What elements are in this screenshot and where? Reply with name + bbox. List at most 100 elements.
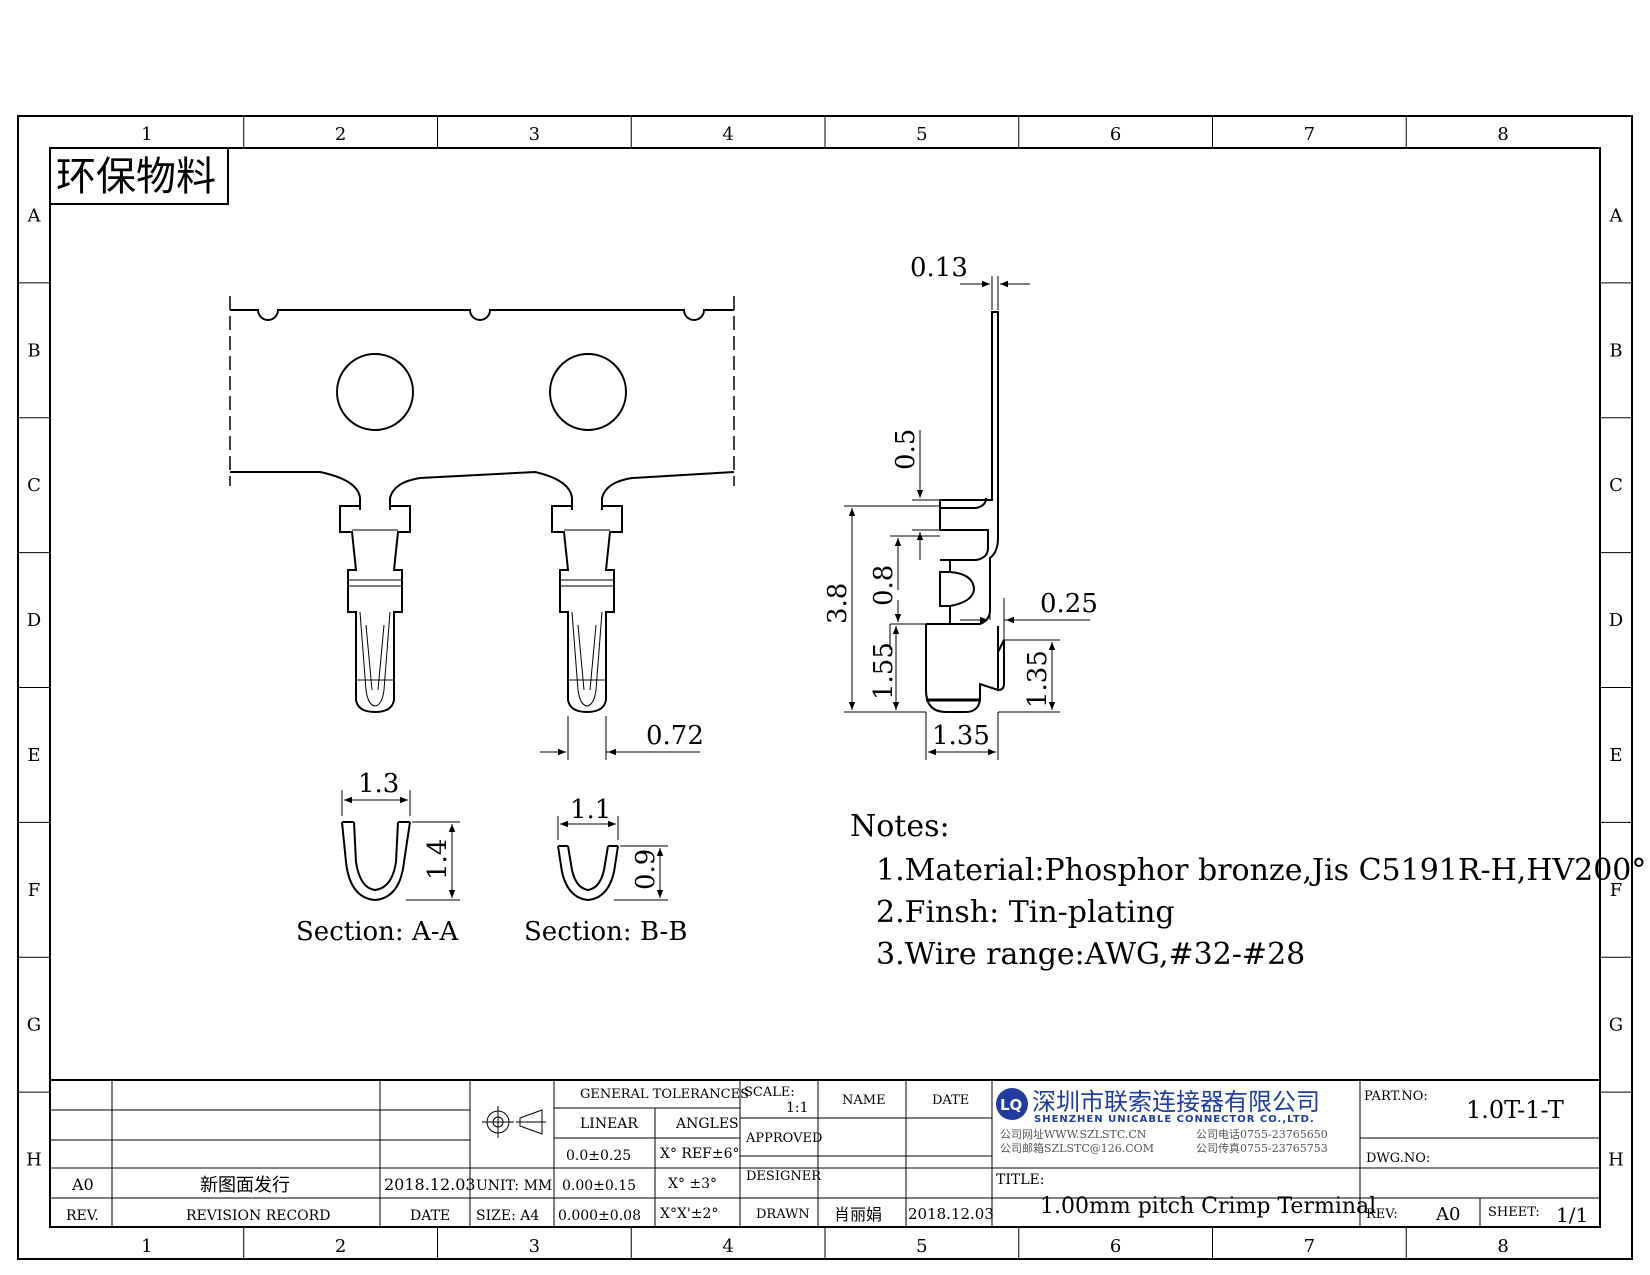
- dim-right-height: 1.35: [1023, 650, 1053, 708]
- company-name-cn: 深圳市联索连接器有限公司: [1032, 1088, 1320, 1116]
- section-b-label: Section: B-B: [524, 917, 687, 947]
- name-column-label: NAME: [842, 1093, 886, 1108]
- section-a-view: 1.3 1.4 Section: A-A: [296, 769, 460, 947]
- title-label: TITLE:: [996, 1172, 1044, 1188]
- designer-label: DESIGNER: [746, 1169, 822, 1184]
- eco-label: 环保物料: [56, 154, 216, 200]
- unit-label: UNIT: MM: [476, 1178, 552, 1194]
- zone-row-label: F: [28, 880, 41, 901]
- projection-symbol-icon: [482, 1106, 546, 1138]
- dim-thickness: 0.13: [910, 253, 968, 283]
- drawn-label: DRAWN: [756, 1207, 810, 1222]
- zone-column-label: 7: [1304, 124, 1315, 145]
- zone-column-label: 6: [1110, 1236, 1121, 1257]
- note-item: 2.Finsh: Tin-plating: [876, 895, 1175, 930]
- rev-label: REV:: [1366, 1207, 1398, 1222]
- eco-label-box: 环保物料: [49, 147, 229, 205]
- tolerance-linear: 0.0±0.25: [566, 1148, 631, 1164]
- zone-column-label: 5: [916, 124, 927, 145]
- tolerances-angles-label: ANGLES: [675, 1116, 739, 1132]
- zone-row-label: C: [27, 475, 41, 496]
- zone-row-label: A: [1609, 205, 1624, 226]
- dim-upper-gap: 0.5: [891, 429, 921, 470]
- dim-section-a-width: 1.3: [358, 769, 399, 799]
- drawn-name: 肖丽娟: [834, 1205, 882, 1224]
- revision-record-label: REVISION RECORD: [186, 1208, 330, 1224]
- dim-section-a-height: 1.4: [423, 839, 453, 880]
- zone-row-label: F: [1610, 880, 1623, 901]
- zone-column-label: 3: [529, 1236, 540, 1257]
- note-item: 3.Wire range:AWG,#32-#28: [876, 937, 1305, 972]
- sheet-label: SHEET:: [1488, 1205, 1540, 1220]
- tolerance-linear: 0.00±0.15: [562, 1178, 636, 1194]
- zone-column-label: 7: [1304, 1236, 1315, 1257]
- zone-row-label: G: [1609, 1015, 1623, 1036]
- notes: Notes: 1.Material:Phosphor bronze,Jis C5…: [850, 809, 1650, 972]
- dim-lower-height: 1.55: [869, 642, 899, 700]
- dwg-no-label: DWG.NO:: [1366, 1151, 1430, 1166]
- company-website: 公司网址WWW.SZLSTC.CN: [1000, 1127, 1147, 1141]
- company-phone: 公司电话0755-23765650: [1196, 1128, 1328, 1141]
- tolerance-angle: X° REF±6°: [660, 1146, 740, 1162]
- company-logo-letters: LQ: [1000, 1096, 1022, 1114]
- zone-column-label: 8: [1497, 124, 1508, 145]
- zone-row-label: G: [27, 1015, 41, 1036]
- sheet-value: 1/1: [1556, 1203, 1588, 1227]
- zone-row-label: B: [27, 340, 40, 361]
- dim-section-b-width: 1.1: [570, 795, 611, 825]
- dim-pitch-width: 0.72: [646, 721, 704, 751]
- zone-row-label: C: [1609, 475, 1623, 496]
- tolerance-angle: X° ±3°: [668, 1176, 717, 1192]
- dim-base-width: 1.35: [932, 721, 990, 751]
- tolerances-header: GENERAL TOLERANCES: [580, 1087, 749, 1102]
- zone-column-label: 2: [335, 124, 346, 145]
- zone-row-label: D: [27, 610, 41, 631]
- zone-column-label: 6: [1110, 124, 1121, 145]
- notes-heading: Notes:: [850, 809, 950, 844]
- dim-tab-gap: 0.25: [1040, 589, 1098, 619]
- revision-date-label: DATE: [410, 1208, 450, 1224]
- zone-column-label: 4: [722, 1236, 733, 1257]
- drawn-date: 2018.12.03: [908, 1205, 994, 1223]
- zone-row-label: D: [1609, 610, 1623, 631]
- tolerance-linear: 0.000±0.08: [558, 1208, 641, 1224]
- size-label: SIZE: A4: [476, 1208, 539, 1224]
- date-column-label: DATE: [932, 1093, 969, 1108]
- scale-value: 1:1: [786, 1100, 809, 1116]
- zone-row-label: A: [27, 205, 42, 226]
- zone-column-label: 8: [1497, 1236, 1508, 1257]
- terminal-left: [339, 505, 411, 714]
- rev-value: A0: [1435, 1204, 1460, 1225]
- revision-date: 2018.12.03: [384, 1175, 476, 1194]
- zone-row-label: E: [1609, 745, 1622, 766]
- zone-column-label: 3: [529, 124, 540, 145]
- terminal-plan-view: 0.72: [229, 296, 735, 760]
- company-logo: LQ: [996, 1088, 1028, 1120]
- tolerance-angle: X°X'±2°: [660, 1206, 718, 1222]
- part-no-label: PART.NO:: [1364, 1089, 1428, 1104]
- zone-row-label: E: [27, 745, 40, 766]
- revision-rev-label: REV.: [66, 1208, 99, 1224]
- dim-section-b-height: 0.9: [631, 849, 661, 890]
- zone-row-label: B: [1609, 340, 1622, 361]
- zone-row-label: H: [26, 1150, 42, 1171]
- revision-rev: A0: [71, 1175, 94, 1194]
- zone-column-label: 1: [141, 124, 152, 145]
- terminal-side-view: 0.13 0.5 3.8 0.8 0.25 1.55: [823, 253, 1098, 760]
- dim-middle-gap: 0.8: [869, 565, 899, 606]
- drawing-title: 1.00mm pitch Crimp Terminal: [1040, 1194, 1376, 1219]
- dim-height: 3.8: [823, 583, 853, 624]
- company-email: 公司邮箱SZLSTC@126.COM: [1000, 1141, 1154, 1155]
- zone-column-label: 2: [335, 1236, 346, 1257]
- section-b-view: 1.1 0.9 Section: B-B: [524, 795, 687, 947]
- zone-row-label: H: [1608, 1150, 1624, 1171]
- revision-record: 新图面发行: [200, 1175, 290, 1196]
- zone-column-label: 4: [722, 124, 733, 145]
- company-name-en: SHENZHEN UNICABLE CONNECTOR CO.,LTD.: [1034, 1114, 1315, 1125]
- scale-label: SCALE:: [744, 1085, 795, 1100]
- approved-label: APPROVED: [745, 1131, 822, 1146]
- note-item: 1.Material:Phosphor bronze,Jis C5191R-H,…: [876, 853, 1650, 888]
- section-a-label: Section: A-A: [296, 917, 460, 947]
